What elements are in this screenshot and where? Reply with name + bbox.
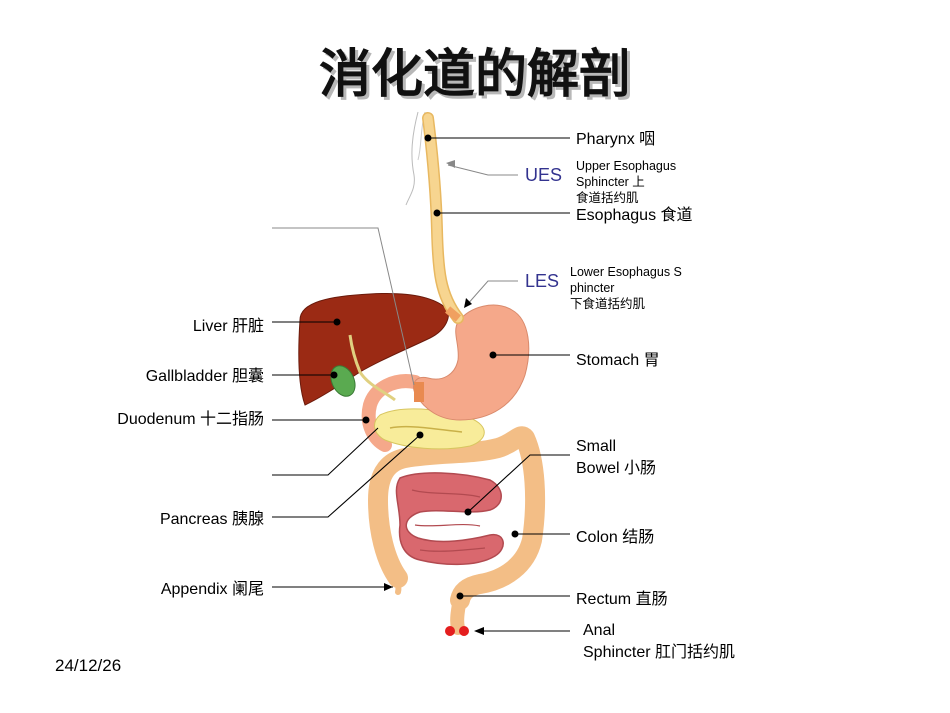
rectum-organ <box>450 591 467 635</box>
esophagus-dot <box>433 209 441 217</box>
colon-organ <box>368 426 546 610</box>
small-bowel-label-line1: Small <box>576 438 617 455</box>
pharynx-label: Pharynx 咽 <box>576 131 656 148</box>
duodenum-extra-leader <box>272 427 379 476</box>
pancreatic-duct <box>389 425 463 433</box>
les-desc-line2: phincter <box>570 281 615 295</box>
stomach-label: Stomach 胃 <box>576 352 660 369</box>
ues-desc-line2: Sphincter 上 <box>576 175 645 189</box>
les-label: LES <box>525 271 560 291</box>
esophagus-label: Esophagus 食道 <box>576 207 693 224</box>
ues-desc-line1: Upper Esophagus <box>576 159 677 173</box>
anal-arrow <box>474 627 484 635</box>
stomach-organ <box>413 304 530 421</box>
appendix-label: Appendix 阑尾 <box>160 581 264 598</box>
anal-sphincter-label-line2: Sphincter 肛门括约肌 <box>583 644 736 661</box>
gallbladder-label: Gallbladder 胆囊 <box>145 368 264 385</box>
les-desc-line3: 下食道括约肌 <box>570 297 646 311</box>
les-leader <box>465 280 518 307</box>
small-bowel-label-line2: Bowel 小肠 <box>576 460 657 477</box>
esophagus-organ <box>423 113 463 323</box>
gallbladder-dot <box>330 371 338 379</box>
les-desc-line1: Lower Esophagus S <box>570 265 682 279</box>
ues-desc-line3: 食道括约肌 <box>576 191 639 205</box>
ues-label: UES <box>525 165 563 185</box>
liver-label: Liver 肝脏 <box>192 318 264 335</box>
duodenum-organ <box>361 374 422 452</box>
liver-dot <box>333 318 341 326</box>
rectum-label: Rectum 直肠 <box>576 591 668 608</box>
small-intestine-folds <box>411 489 486 552</box>
duodenum-label: Duodenum 十二指肠 <box>117 411 264 428</box>
anal-sphincter-dot-right <box>459 626 469 636</box>
date-footer: 24/12/26 <box>55 656 122 675</box>
anal-sphincter-label-line1: Anal <box>583 622 616 639</box>
anal-sphincter-dot-left <box>445 626 455 636</box>
colon-dot <box>511 530 519 538</box>
small-bowel-leader <box>467 454 570 513</box>
duodenum-dot <box>362 416 370 424</box>
pylorus-leader <box>272 227 415 386</box>
throat-outline <box>405 111 419 206</box>
pharynx-dot <box>424 134 432 142</box>
pancreas-label: Pancreas 胰腺 <box>159 511 264 528</box>
pylorus-sphincter <box>414 382 424 402</box>
pancreas-leader <box>272 434 421 518</box>
ues-arrow <box>446 160 455 168</box>
colon-label: Colon 结肠 <box>576 529 655 546</box>
page-title: 消化道的解剖 <box>318 45 631 105</box>
small-bowel-dot <box>464 508 472 516</box>
appendix-organ <box>387 567 402 595</box>
pancreas-dot <box>416 431 424 439</box>
rectum-dot <box>456 592 464 600</box>
les-sphincter <box>445 306 461 322</box>
stomach-dot <box>489 351 497 359</box>
bile-duct <box>348 334 396 402</box>
ues-leader <box>447 164 518 176</box>
appendix-arrow <box>384 583 393 591</box>
les-arrow <box>464 298 472 308</box>
